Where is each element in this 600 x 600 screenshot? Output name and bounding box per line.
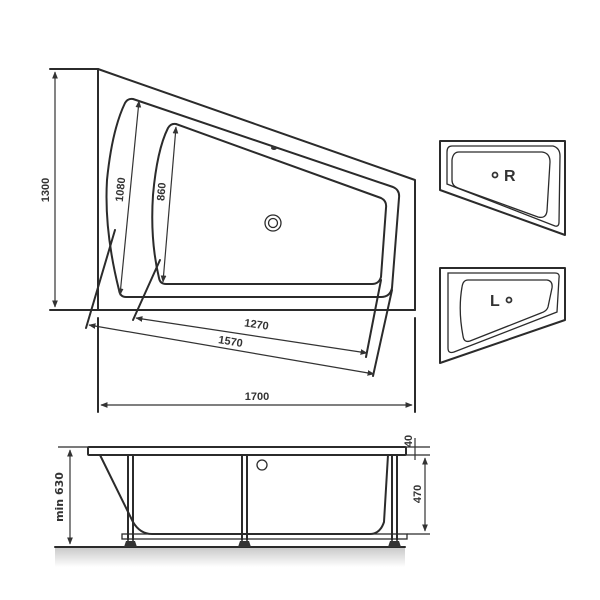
dim-1080-line xyxy=(117,100,142,296)
tub-rim xyxy=(87,446,407,456)
foot xyxy=(124,541,137,547)
variant-right: R xyxy=(439,140,566,236)
dim-1270-label: 1270 xyxy=(243,317,269,332)
drain-icon xyxy=(264,214,282,232)
dim-860-line xyxy=(160,126,179,283)
dim-1080-label: 1080 xyxy=(114,177,128,203)
dim-1570-line xyxy=(88,323,375,376)
drain-icon xyxy=(505,296,513,304)
inner-basin xyxy=(151,122,388,285)
foot xyxy=(388,541,401,547)
base-frame xyxy=(121,533,408,540)
variant-left-label: L xyxy=(490,293,500,310)
dim-1570-label: 1570 xyxy=(217,334,243,350)
variant-left: L xyxy=(439,267,566,364)
overflow-icon xyxy=(256,459,268,471)
tub-body xyxy=(99,454,389,535)
variant-right-label: R xyxy=(504,168,516,185)
floor xyxy=(55,547,405,567)
dim-40-label: 40 xyxy=(403,435,415,447)
foot xyxy=(238,541,251,547)
dim-860-label: 860 xyxy=(155,182,169,201)
overflow-icon xyxy=(271,146,277,150)
top-view: 1300 1080 860 1270 1570 1700 xyxy=(40,68,416,413)
dim-1700-label: 1700 xyxy=(245,391,269,403)
dim-1300-label: 1300 xyxy=(40,178,52,202)
side-view: min 630 40 470 xyxy=(53,435,430,567)
outer-rim xyxy=(105,97,401,298)
dim-470-label: 470 xyxy=(412,485,424,503)
drain-icon xyxy=(491,171,499,179)
outer-contour xyxy=(97,68,416,311)
dim-630-label: min 630 xyxy=(53,472,66,522)
